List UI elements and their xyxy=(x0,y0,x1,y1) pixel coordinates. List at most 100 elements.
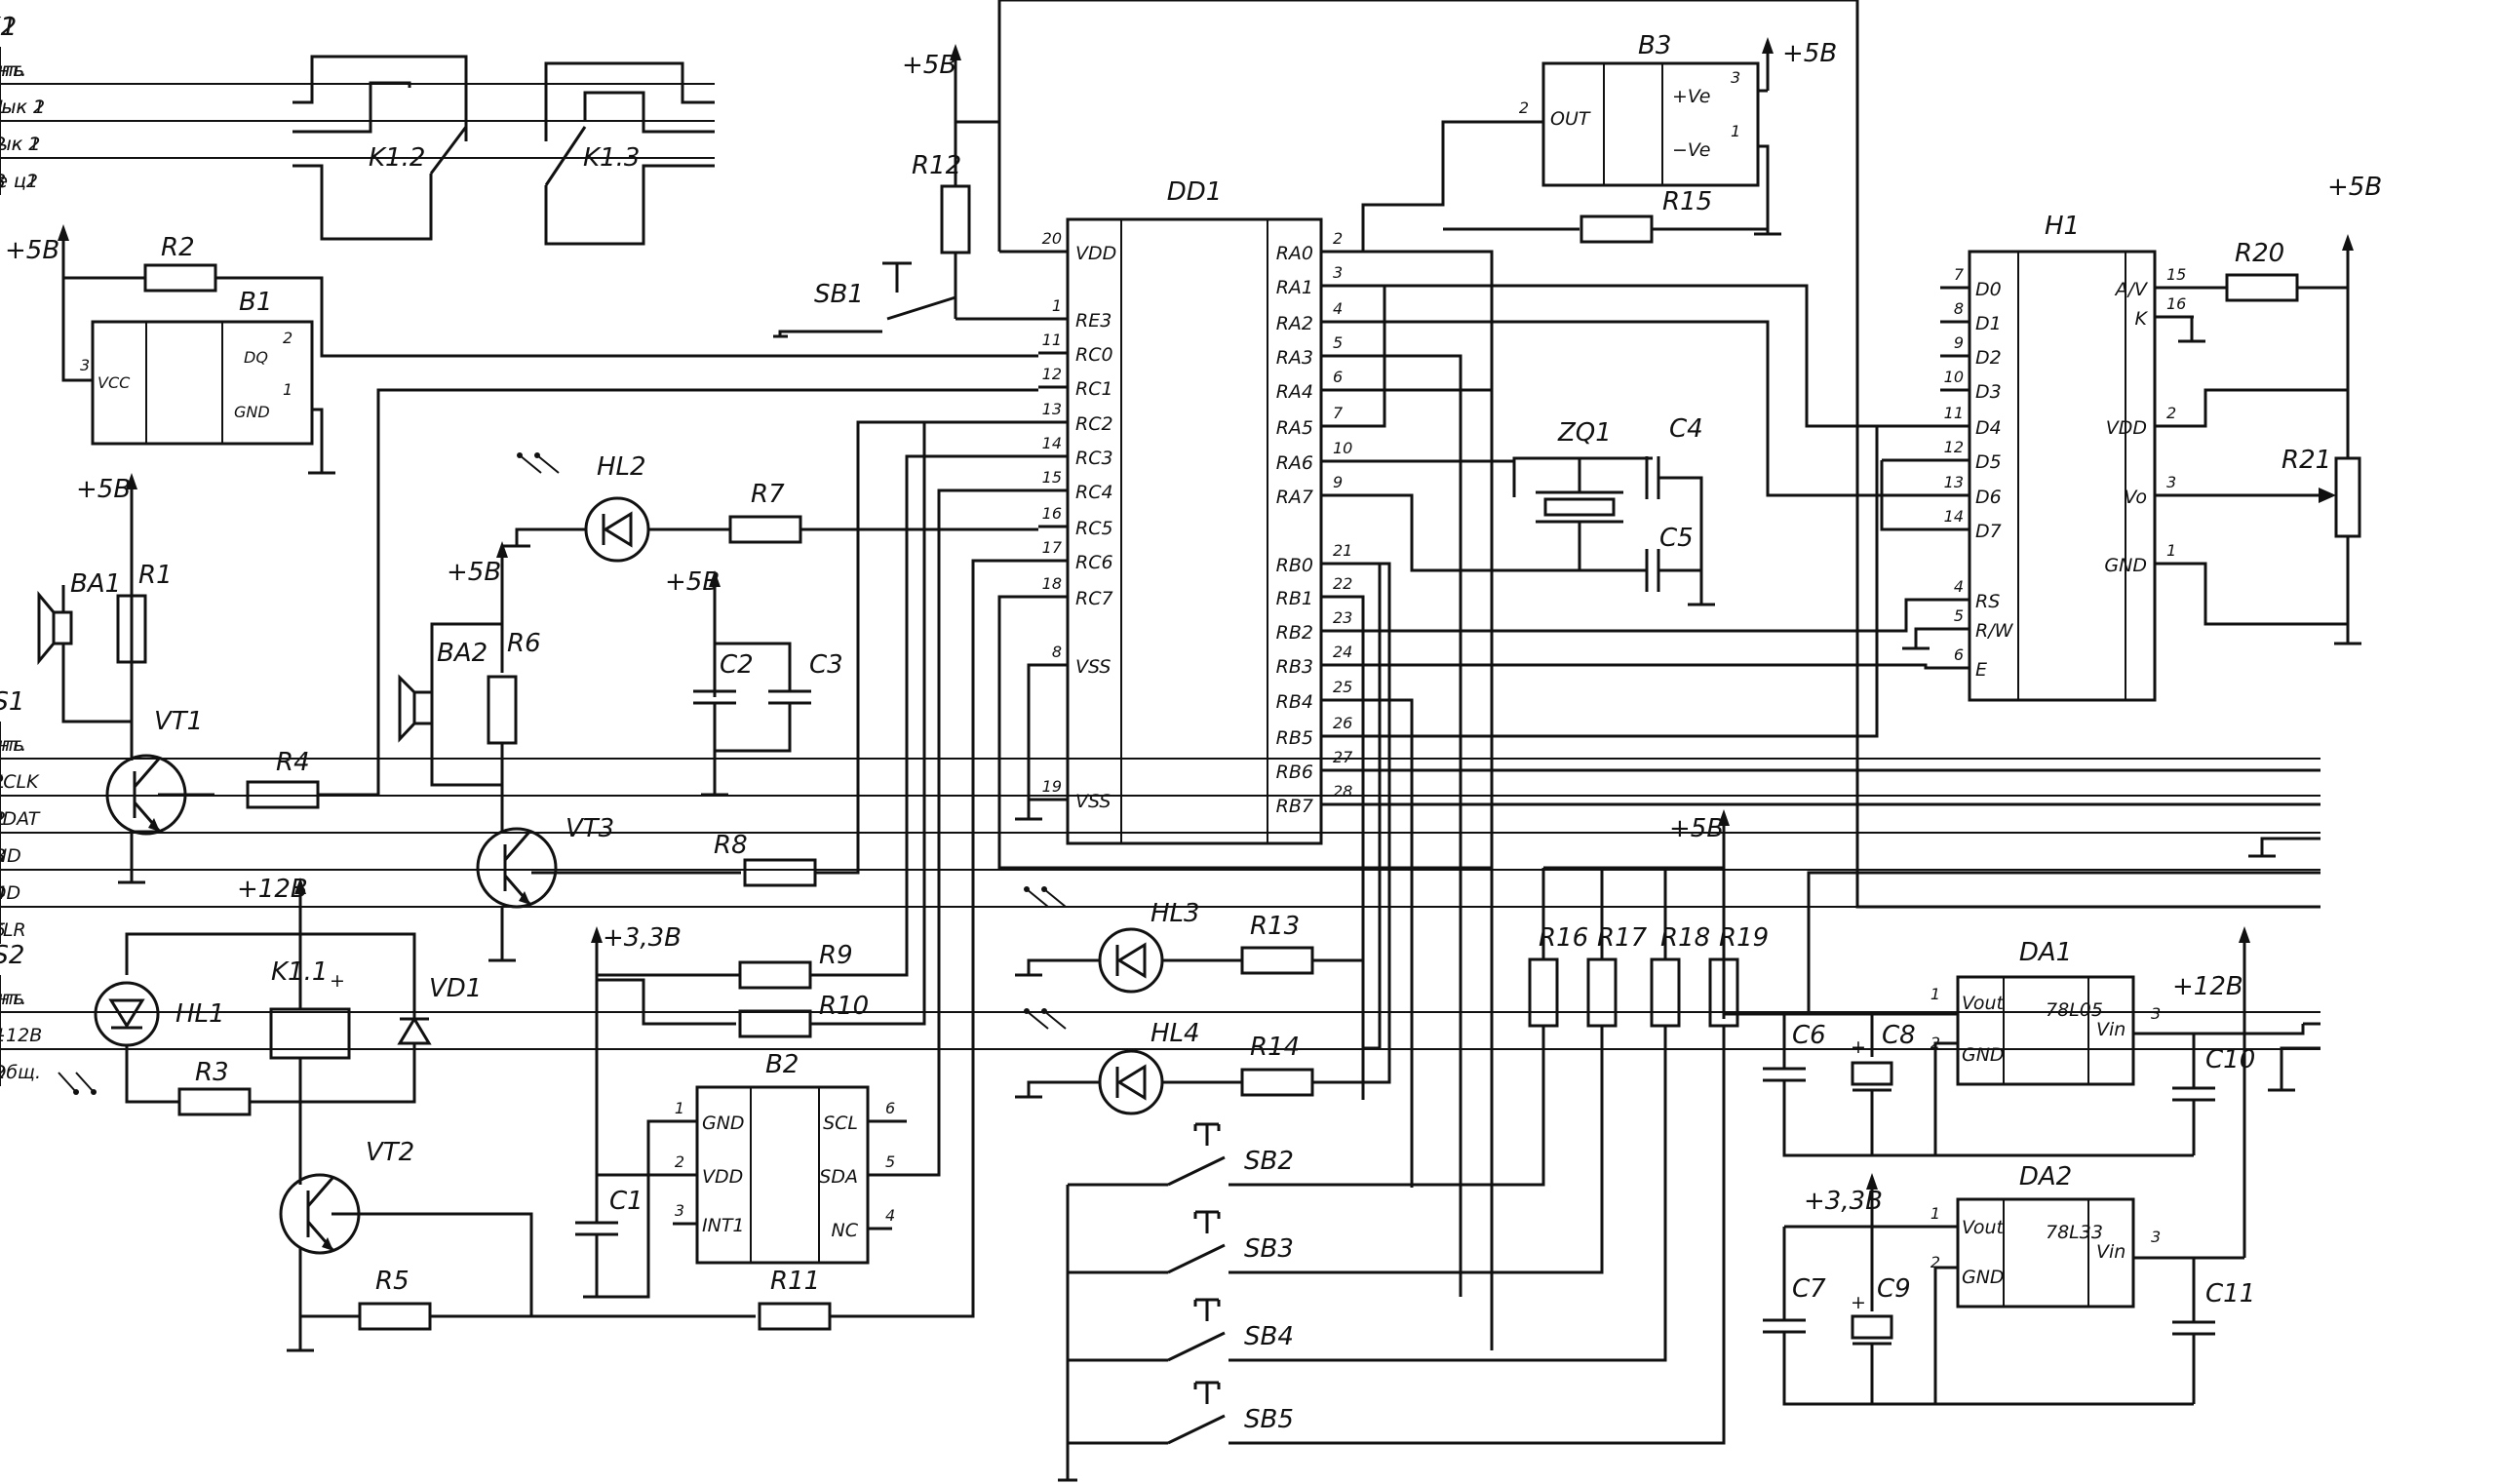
r8-body xyxy=(743,858,817,887)
b1-dq-wire xyxy=(214,276,1038,358)
hl1-label: HL1 xyxy=(176,999,225,1029)
dd1-pin-name: VSS xyxy=(1075,791,1111,812)
hl1-led-icon xyxy=(94,981,160,1047)
da2-pin-name: Vout xyxy=(1962,1217,2006,1238)
dd1-pin-number: 15 xyxy=(1042,468,1062,487)
r20-label: R20 xyxy=(2235,239,2284,268)
h1-pin-name: D4 xyxy=(1975,417,2002,439)
r17-wire xyxy=(1441,1026,1604,1274)
rb3-wire xyxy=(1360,663,1940,670)
c6-label: C6 xyxy=(1792,1021,1826,1050)
h1-pin-name: R/W xyxy=(1975,620,2014,642)
hl4-label: HL4 xyxy=(1150,1019,1200,1048)
dd1-pin-name: RC2 xyxy=(1075,413,1113,435)
b3-power-label: +5В xyxy=(1782,39,1837,68)
da2-pin-name: Vin xyxy=(2096,1241,2126,1263)
k12-wire xyxy=(292,81,411,134)
hl2-wire xyxy=(515,527,585,546)
k13-wire xyxy=(583,91,715,134)
k11-plus: + xyxy=(330,970,345,992)
k11-relay-coil xyxy=(269,1007,351,1060)
h1-pin-number: 9 xyxy=(1954,333,1964,352)
ra3-wire xyxy=(1360,354,1462,1297)
vt1-power-arrow-icon xyxy=(126,473,137,489)
dd1-pin-number: 19 xyxy=(1042,777,1062,796)
c5-label: C5 xyxy=(1659,524,1694,553)
b1-pin-name: GND xyxy=(234,403,270,421)
k1-power-label: +12В xyxy=(237,875,308,904)
sb5-contact xyxy=(1167,1414,1226,1445)
ba2-wire xyxy=(430,723,502,787)
h1-pin-number: 7 xyxy=(1954,265,1965,284)
h1-pin-number: 3 xyxy=(2166,473,2176,491)
h1-pin-name: K xyxy=(2135,308,2149,330)
r7-label: R7 xyxy=(751,480,785,509)
dd1-pin-name: RC1 xyxy=(1075,378,1113,400)
r3-label: R3 xyxy=(195,1058,229,1087)
xs1-cell: ICSPCLK xyxy=(0,771,40,793)
r16-power-label: +5В xyxy=(1669,814,1724,843)
h1-pin-name: D2 xyxy=(1975,347,2002,369)
h1-pin-name: A/V xyxy=(2114,279,2149,300)
dd1-pin-number: 2 xyxy=(1333,229,1343,248)
da2-gnd-wire xyxy=(1933,1266,1958,1404)
sb1-label: SB1 xyxy=(814,280,864,309)
sb3-label: SB3 xyxy=(1244,1234,1294,1264)
c9-plus: + xyxy=(1851,1292,1866,1313)
c8-capacitor-icon xyxy=(1851,1061,1893,1086)
hl3-diode-triangle xyxy=(1116,942,1147,979)
xtal-wire xyxy=(1360,493,1580,572)
dd1-pin-name: RC0 xyxy=(1075,344,1113,366)
da2-pin-name: GND xyxy=(1962,1267,2005,1288)
da2-title: DA2 xyxy=(2019,1162,2072,1191)
h1-pin-name: D7 xyxy=(1975,521,2002,542)
x2-title: X2 xyxy=(0,13,17,42)
r19-wire xyxy=(1492,1026,1726,1445)
dd1-pin-name: RB5 xyxy=(1276,727,1313,749)
xs1-cell: 4 xyxy=(0,882,6,904)
xs1-cell: GND xyxy=(0,845,21,867)
k11-label: K1.1 xyxy=(271,957,328,987)
b2-pin-name: INT1 xyxy=(702,1215,745,1236)
xs1-header: Конт. xyxy=(0,734,26,756)
da1-pin-number: 3 xyxy=(2151,1004,2161,1023)
dd1-core xyxy=(1120,218,1268,844)
dd1-pin-name: RB3 xyxy=(1276,656,1313,678)
hl4-light-arrow xyxy=(1043,1010,1067,1030)
xs1-cell: 1 xyxy=(0,771,6,793)
hl3-arrow-tip-icon xyxy=(1041,886,1047,892)
dd1-pin-number: 24 xyxy=(1333,643,1352,661)
dd1-pin-name: RA3 xyxy=(1276,347,1313,369)
ba2-speaker-icon xyxy=(398,674,416,743)
x1-cell: Реле ц1 xyxy=(0,171,38,192)
dd1-pin-name: VSS xyxy=(1075,656,1111,678)
b2-pin-name: VDD xyxy=(702,1166,743,1188)
dd1-pin-number: 3 xyxy=(1333,263,1343,282)
da1-pin-number: 1 xyxy=(1930,985,1940,1003)
ra2-wire xyxy=(1360,320,1940,497)
h1-pin-name: D6 xyxy=(1975,487,2002,508)
vt3-power-arrow-icon xyxy=(496,541,508,558)
dd1-pin-name: RB2 xyxy=(1276,622,1313,644)
xs2-cell: БП +12В xyxy=(0,1025,42,1046)
h1-power-arrow-icon xyxy=(2342,234,2354,251)
vt2-base-wire xyxy=(332,1212,533,1316)
r16-power-arrow-icon xyxy=(1718,809,1730,826)
r19-label: R19 xyxy=(1719,923,1769,953)
h1-pin-name: Vo xyxy=(2124,487,2147,508)
b2-power-label: +3,3В xyxy=(603,923,682,953)
r11-body xyxy=(758,1302,832,1331)
x2-cell: Замык 2 xyxy=(0,134,40,155)
b1-pin-name: DQ xyxy=(244,348,268,367)
dd1-pin-number: 12 xyxy=(1042,365,1062,383)
b2-pin-number: 4 xyxy=(885,1206,895,1225)
ba2-wire xyxy=(430,622,502,708)
dd1-pin-number: 23 xyxy=(1333,608,1352,627)
c1-label: C1 xyxy=(609,1187,644,1216)
xs2-title: XS2 xyxy=(0,941,24,970)
relay-wire xyxy=(300,1043,416,1104)
r18-body xyxy=(1650,957,1681,1028)
b1-pin-number: 2 xyxy=(283,329,292,347)
x1-cell: Размык 1 xyxy=(0,97,45,118)
h1-pin-number: 4 xyxy=(1954,577,1964,596)
